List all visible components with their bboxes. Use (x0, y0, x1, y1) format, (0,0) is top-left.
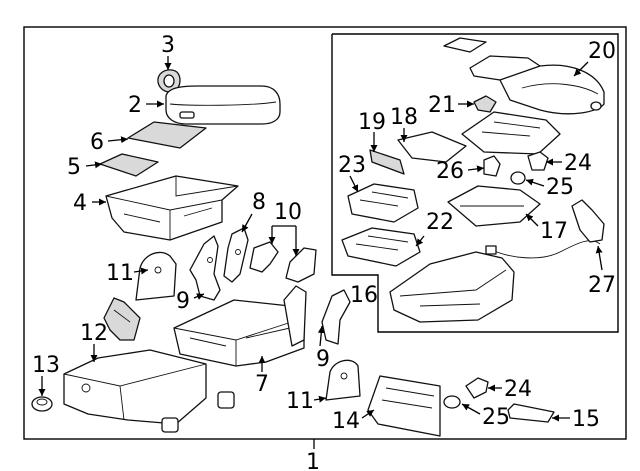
callout-5: 5 (67, 155, 81, 180)
part-11-plate-upper (135, 251, 177, 301)
part-13-grommet (31, 396, 53, 412)
part-10-brackets (249, 241, 317, 283)
part-17-bracket (447, 185, 541, 227)
callout-2: 2 (128, 93, 142, 118)
callout-12: 12 (80, 321, 108, 346)
leader-11a (133, 267, 149, 275)
callout-27: 27 (588, 273, 616, 298)
leader-26 (467, 165, 485, 173)
callout-14: 14 (332, 409, 360, 434)
part-4-bin (105, 175, 239, 241)
outer-frame (23, 26, 627, 440)
callout-13: 13 (32, 353, 60, 378)
callout-22: 22 (426, 210, 454, 235)
callout-25a: 25 (546, 175, 574, 200)
leader-22 (415, 235, 425, 247)
callout-19: 19 (358, 110, 386, 135)
part-8-bracket (223, 227, 249, 283)
leader-25a (525, 178, 545, 187)
part-15-strip (507, 403, 555, 423)
part-25-cap-lower (443, 395, 461, 409)
callout-4: 4 (73, 191, 87, 216)
part-23-tray (347, 183, 419, 223)
callout-11b: 11 (286, 389, 314, 414)
part-lid-base-plate (461, 111, 561, 155)
leader-17 (525, 213, 539, 227)
callout-15: 15 (572, 407, 600, 432)
callout-20: 20 (588, 39, 616, 64)
part-12-latch (103, 297, 141, 341)
part-25-cap-upper (510, 171, 526, 185)
part-24-plug-lower (465, 377, 489, 399)
leader-9a (193, 293, 205, 300)
part-housing-base (63, 349, 235, 433)
leader-11b (313, 395, 327, 403)
callout-18: 18 (390, 105, 418, 130)
leader-14 (361, 409, 375, 419)
callout-3: 3 (161, 33, 175, 58)
part-6-pad (127, 121, 207, 149)
callout-6: 6 (90, 130, 104, 155)
callout-16: 16 (350, 283, 378, 308)
part-5-pad (99, 153, 159, 177)
callout-21: 21 (428, 93, 456, 118)
callout-8: 8 (252, 190, 266, 215)
part-11-plate-lower (325, 359, 361, 401)
callout-17: 17 (540, 219, 568, 244)
callout-11a: 11 (106, 261, 134, 286)
part-24-plug-upper (527, 151, 549, 171)
part-9-hinge-upper (189, 235, 221, 301)
leader-5 (85, 161, 103, 169)
callout-26: 26 (436, 159, 464, 184)
part-9-hinge-lower (321, 289, 351, 345)
leader-27 (595, 245, 603, 271)
callout-1: 1 (306, 450, 320, 471)
part-2-lid (165, 85, 281, 125)
leader-20 (573, 61, 589, 77)
leader-9b (317, 325, 325, 347)
callout-24a: 24 (564, 151, 592, 176)
part-14-panel (367, 375, 441, 437)
part-20-lid-assembly (443, 37, 605, 115)
callout-24b: 24 (504, 377, 532, 402)
part-22-tray (341, 227, 421, 267)
leader-25b (461, 403, 481, 415)
part-3-grommet (157, 69, 181, 93)
part-26-switch (483, 155, 501, 177)
leader-8 (241, 213, 253, 233)
part-18-mat (397, 131, 467, 163)
callout-7: 7 (255, 372, 269, 397)
callout-10: 10 (274, 200, 302, 225)
part-19-pad (369, 149, 405, 175)
part-7-frame (173, 285, 307, 367)
inset-frame (331, 33, 619, 333)
callout-23: 23 (338, 153, 366, 178)
part-21-latch (473, 95, 497, 113)
callout-9b: 9 (316, 347, 330, 372)
part-27-harness (485, 199, 605, 259)
part-16-base-console (389, 251, 515, 323)
leader-23 (349, 175, 359, 193)
leader-6 (107, 136, 129, 144)
callout-25b: 25 (482, 405, 510, 430)
callout-9a: 9 (176, 289, 190, 314)
